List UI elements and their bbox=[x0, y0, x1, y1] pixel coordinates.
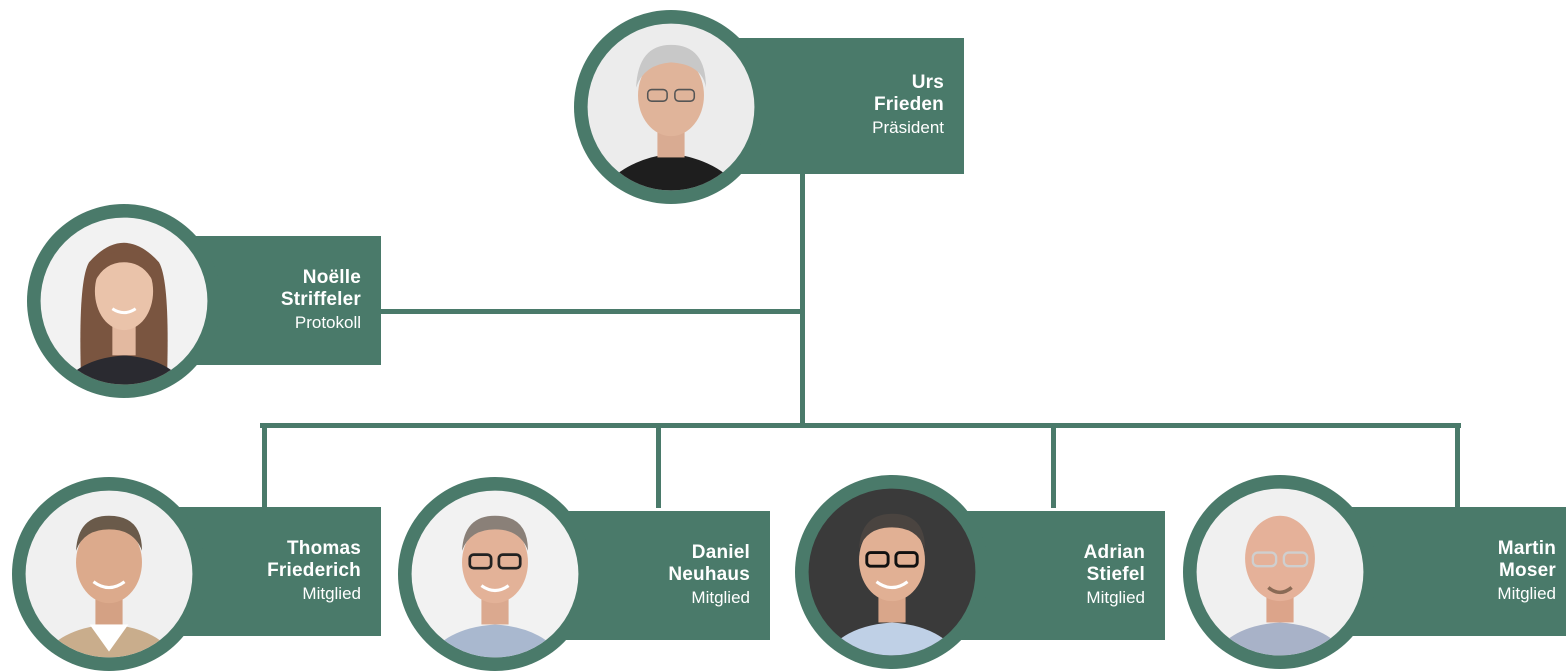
last-name: Frieden bbox=[873, 94, 944, 115]
role-label: Protokoll bbox=[294, 312, 361, 332]
avatar-member-1 bbox=[12, 477, 206, 671]
avatar-member-4 bbox=[1183, 475, 1377, 669]
connector-member-4 bbox=[1455, 423, 1460, 508]
avatar-member-3 bbox=[795, 475, 989, 669]
last-name: Neuhaus bbox=[668, 563, 750, 585]
connector-member-2 bbox=[656, 423, 661, 508]
name-card-member-4: Martin Moser Mitglied bbox=[1345, 507, 1566, 636]
last-name: Stiefel bbox=[1086, 563, 1145, 585]
avatar-member-2 bbox=[398, 477, 592, 671]
last-name: Friederich bbox=[267, 559, 361, 581]
name-card-president: Urs Frieden Präsident bbox=[735, 38, 964, 174]
role-label: Mitglied bbox=[302, 583, 361, 603]
connector-protocol bbox=[378, 309, 805, 314]
last-name: Striffeler bbox=[280, 288, 361, 310]
avatar-protocol bbox=[27, 204, 221, 398]
role-label: Mitglied bbox=[691, 587, 750, 607]
name-card-member-3: Adrian Stiefel Mitglied bbox=[955, 511, 1165, 640]
connector-member-1 bbox=[262, 423, 267, 508]
role-label: Präsident bbox=[872, 118, 944, 137]
first-name: Noëlle bbox=[302, 266, 361, 288]
first-name: Daniel bbox=[691, 541, 750, 563]
first-name: Martin bbox=[1497, 537, 1556, 559]
last-name: Moser bbox=[1499, 559, 1556, 581]
name-card-member-2: Daniel Neuhaus Mitglied bbox=[555, 511, 770, 640]
first-name: Adrian bbox=[1083, 541, 1145, 563]
connector-members-horizontal bbox=[260, 423, 1461, 428]
role-label: Mitglied bbox=[1497, 583, 1556, 603]
role-label: Mitglied bbox=[1086, 587, 1145, 607]
first-name: Urs bbox=[911, 72, 944, 93]
first-name: Thomas bbox=[286, 537, 361, 559]
connector-member-3 bbox=[1051, 423, 1056, 508]
avatar-president bbox=[574, 10, 768, 204]
connector-vertical-main bbox=[800, 170, 805, 428]
